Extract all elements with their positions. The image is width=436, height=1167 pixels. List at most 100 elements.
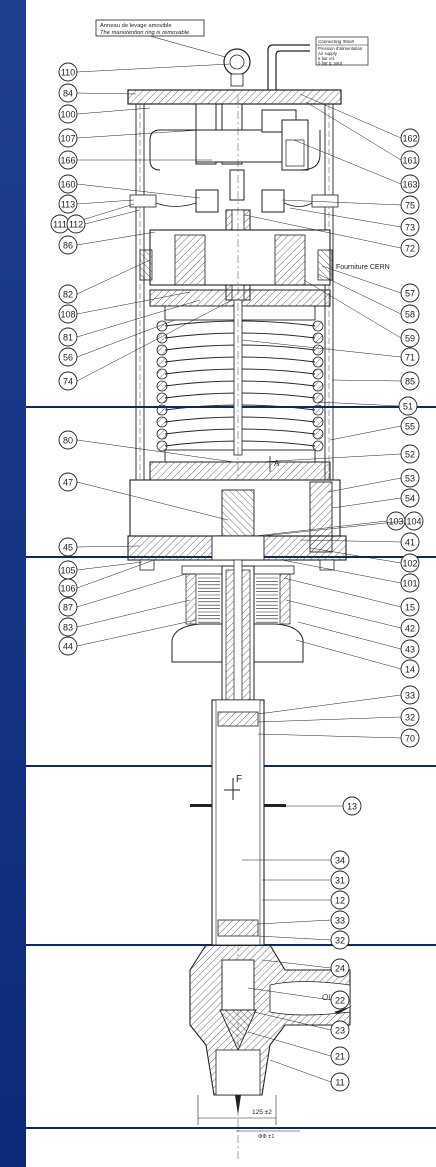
callout-number: 51 <box>403 402 413 412</box>
callout-number: 56 <box>63 353 73 363</box>
callout-left-18: 105 <box>58 560 143 580</box>
callout-right-35: 22 <box>247 987 350 1010</box>
callout-number: 81 <box>63 333 73 343</box>
callout-number: 73 <box>405 223 415 233</box>
callout-number: 105 <box>60 566 75 576</box>
callout-number: 31 <box>335 876 345 886</box>
callout-right-32: 33 <box>257 910 350 930</box>
callout-left-3: 107 <box>58 128 201 148</box>
callout-right-28: 13 <box>286 796 362 816</box>
callout-left-2: 100 <box>58 104 151 124</box>
callout-right-17: 104 <box>261 511 424 537</box>
callout-right-25: 33 <box>257 685 420 715</box>
connecting-line-4: 6 bar g. sout <box>318 61 343 66</box>
dimension-secondary: ΦΦ ±1 <box>258 1134 274 1140</box>
callout-left-13: 56 <box>58 319 176 367</box>
callout-right-3: 75 <box>281 195 420 215</box>
callout-right-13: 52 <box>259 444 420 464</box>
callout-number: 108 <box>60 310 75 320</box>
callout-number: 101 <box>402 579 417 589</box>
callout-right-0: 162 <box>299 93 420 148</box>
callout-number: 104 <box>406 517 421 527</box>
left-blue-band <box>0 0 26 1167</box>
connecting-line-1: Pression d'alimentation <box>318 46 363 51</box>
callout-right-23: 43 <box>297 621 420 659</box>
callout-right-10: 85 <box>331 371 420 391</box>
callout-right-9: 71 <box>241 339 420 367</box>
callout-right-20: 101 <box>281 559 420 593</box>
callout-left-11: 108 <box>58 291 191 324</box>
callout-left-21: 83 <box>58 599 191 637</box>
callout-number: 103 <box>388 517 403 527</box>
callout-right-4: 73 <box>289 207 420 237</box>
callout-number: 82 <box>63 290 73 300</box>
removable-ring-note: Anneau de levage amovible The manutentio… <box>95 19 205 37</box>
callout-right-22: 42 <box>285 599 420 638</box>
callout-left-15: 80 <box>58 430 235 463</box>
callout-number: 57 <box>405 289 415 299</box>
callout-number: 42 <box>405 624 415 634</box>
callout-number: 52 <box>405 450 415 460</box>
callout-left-10: 82 <box>58 259 151 304</box>
callout-right-37: 21 <box>247 1031 350 1066</box>
callout-number: 23 <box>335 1026 345 1036</box>
lifting-ring <box>223 48 251 87</box>
rule-line-5 <box>26 1127 436 1129</box>
callout-right-27: 70 <box>257 728 420 748</box>
callout-number: 113 <box>61 200 75 210</box>
callout-left-8: 112 <box>66 209 141 234</box>
callout-number: 110 <box>61 68 75 78</box>
callout-number: 71 <box>405 353 415 363</box>
callout-right-12: 55 <box>329 416 420 441</box>
callout-number: 54 <box>405 494 415 504</box>
callout-number: 21 <box>335 1052 345 1062</box>
callout-number: 70 <box>405 734 415 744</box>
callout-number: 74 <box>63 377 73 387</box>
callout-number: 44 <box>63 642 73 652</box>
callout-number: 111 <box>53 220 67 230</box>
callout-left-0: 110 <box>58 62 231 82</box>
callout-number: 59 <box>405 334 415 344</box>
fourniture-cern-label: Fourniture CERN <box>336 264 390 271</box>
note-line-1: Anneau de levage amovible <box>100 23 172 29</box>
bellows <box>198 577 278 623</box>
callout-number: 45 <box>63 543 73 553</box>
callout-number: 161 <box>402 156 417 166</box>
callout-right-36: 23 <box>253 1011 350 1040</box>
callout-number: 160 <box>60 180 75 190</box>
callout-number: 32 <box>405 713 415 723</box>
callout-number: 100 <box>60 110 75 120</box>
callout-number: 86 <box>63 241 73 251</box>
callout-left-5: 160 <box>58 174 201 199</box>
section-f-label: F <box>236 774 242 785</box>
callout-right-24: 14 <box>295 639 420 679</box>
callout-number: 53 <box>405 474 415 484</box>
callout-left-22: 44 <box>58 619 197 656</box>
callout-left-4: 166 <box>58 150 212 170</box>
callout-right-26: 32 <box>257 707 420 727</box>
callout-number: 58 <box>405 310 415 320</box>
callout-number: 15 <box>405 603 415 613</box>
callout-right-31: 12 <box>262 890 350 910</box>
callout-right-34: 24 <box>261 958 350 978</box>
callout-number: 163 <box>402 180 417 190</box>
connecting-line-2: Air supply <box>318 51 338 56</box>
callout-number: 87 <box>63 603 73 613</box>
callout-number: 112 <box>69 220 83 230</box>
dimension-125: 125 ±2 <box>252 1109 272 1116</box>
callout-right-6: 57 <box>321 265 420 303</box>
rule-line-1 <box>26 406 436 408</box>
callout-number: 22 <box>335 996 345 1006</box>
callout-number: 102 <box>402 559 417 569</box>
callout-number: 55 <box>405 422 415 432</box>
callout-number: 43 <box>405 645 415 655</box>
callout-right-18: 41 <box>299 532 420 552</box>
callout-right-38: 11 <box>269 1059 350 1092</box>
callout-number: 72 <box>405 244 415 254</box>
note-line-2: The manutention ring is removable <box>100 30 190 36</box>
callout-number: 106 <box>60 584 75 594</box>
callout-left-14: 74 <box>58 299 233 391</box>
callout-number: 33 <box>405 691 415 701</box>
